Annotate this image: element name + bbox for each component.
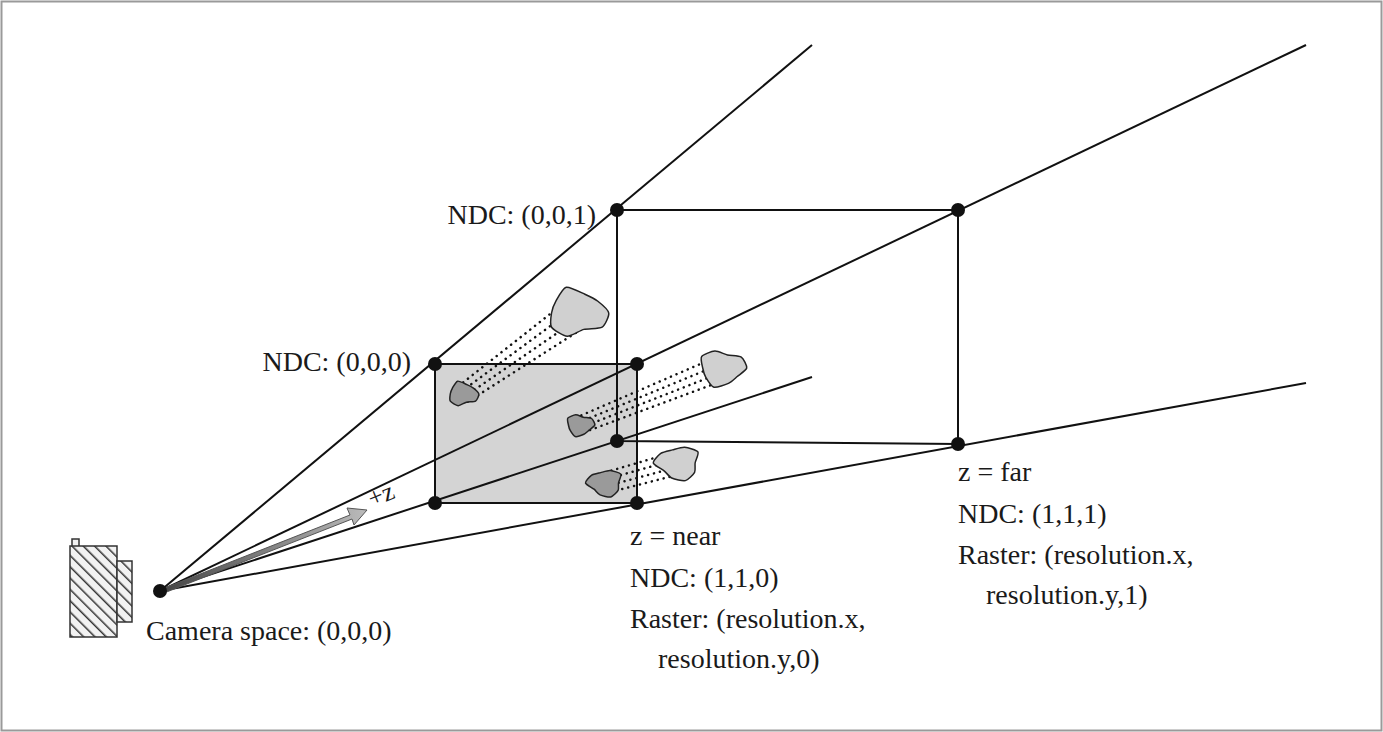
ndc-label: NDC: (0,0,1)	[447, 194, 596, 236]
raster-label: Raster: (resolution.x, resolution.y,1)	[958, 535, 1331, 615]
camera-lens	[117, 561, 132, 622]
dotted-line	[584, 379, 728, 432]
scene-object	[653, 447, 698, 480]
ndc-label: NDC: (1,1,0)	[630, 557, 779, 599]
projected-object	[585, 471, 620, 497]
corner-dot	[610, 203, 624, 217]
dotted-line	[576, 357, 716, 418]
plane-label: z = far	[958, 451, 1031, 493]
raster-label: Raster: (resolution.x, resolution.y,0)	[630, 599, 1003, 679]
corner-dot	[428, 357, 442, 371]
camera-icon	[70, 539, 132, 637]
far-plane	[617, 210, 958, 444]
ndc-label: NDC: (0,0,0)	[262, 341, 411, 383]
corner-dot	[630, 357, 644, 371]
plane-label: z = near	[630, 515, 720, 557]
frustum-ray	[160, 45, 1306, 591]
corner-dot	[153, 584, 167, 598]
ndc-label: NDC: (1,1,1)	[958, 493, 1107, 535]
corner-dot	[610, 434, 624, 448]
corner-dot	[428, 496, 442, 510]
frustum-ray	[160, 45, 812, 591]
scene-object	[551, 287, 609, 336]
near-plane	[435, 364, 637, 503]
projected-object	[450, 381, 479, 406]
corner-dot	[630, 496, 644, 510]
z-axis-arrow	[162, 508, 367, 593]
scene-object	[701, 351, 747, 387]
projected-object	[567, 415, 594, 437]
near-plane-outline	[435, 364, 637, 503]
corner-dot	[951, 437, 965, 451]
coordinate-label: Camera space: (0,0,0)	[146, 610, 392, 652]
axis-label: +z	[364, 477, 399, 513]
frustum-ray	[160, 377, 812, 591]
corner-dot	[951, 203, 965, 217]
camera-body	[70, 546, 117, 637]
